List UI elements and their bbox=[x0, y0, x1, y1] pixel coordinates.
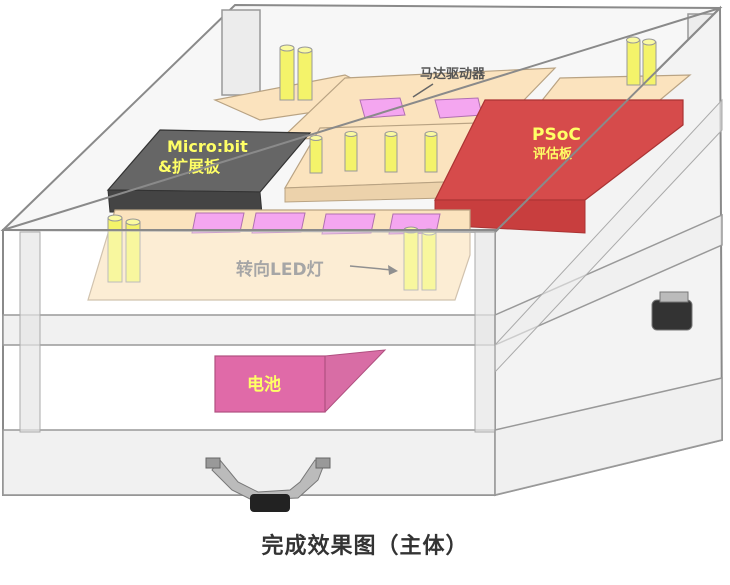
psoc-label: PSoC bbox=[532, 125, 581, 145]
motor-driver-label: 马达驱动器 bbox=[420, 66, 486, 82]
microbit-board: Micro:bit &扩展板 bbox=[106, 129, 312, 215]
turn-led-label: 转向LED灯 bbox=[236, 259, 324, 280]
led-capacitors bbox=[107, 214, 437, 291]
psoc-eval-label: 评估板 bbox=[533, 146, 573, 162]
battery-label: 电池 bbox=[247, 374, 281, 395]
capacitor bbox=[279, 44, 295, 101]
diagram-caption: 完成效果图（主体） bbox=[261, 534, 469, 559]
front-frame bbox=[2, 7, 723, 496]
capacitor bbox=[297, 46, 313, 101]
microbit-ext-label: &扩展板 bbox=[158, 157, 221, 176]
capacitor-row bbox=[309, 131, 438, 174]
wheel-right bbox=[651, 291, 693, 331]
battery: 电池 bbox=[214, 349, 387, 413]
wheel-front bbox=[205, 457, 331, 512]
microbit-label: Micro:bit bbox=[167, 137, 248, 156]
right-rear-board bbox=[538, 36, 692, 104]
